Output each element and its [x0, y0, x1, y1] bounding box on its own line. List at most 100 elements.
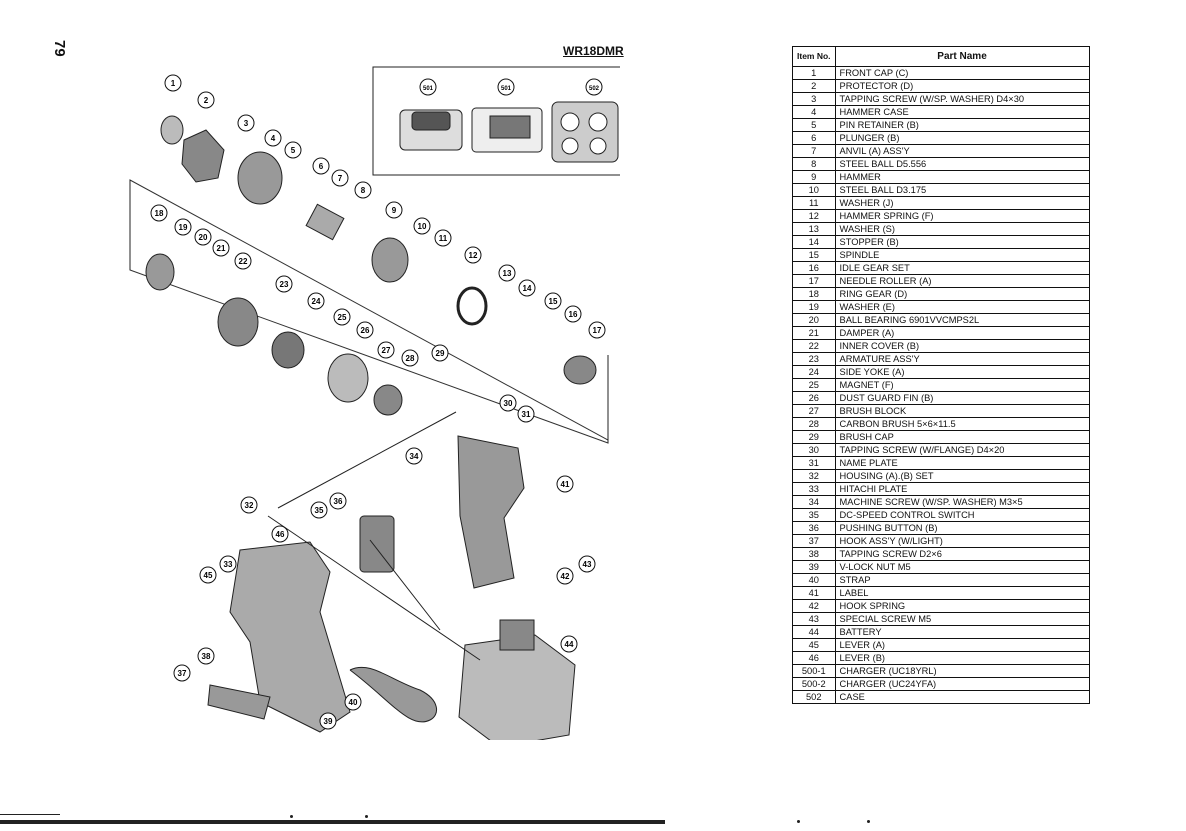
part-name-cell: STOPPER (B): [834, 235, 1090, 249]
svg-text:39: 39: [324, 717, 333, 726]
part-name-cell: DUST GUARD FIN (B): [834, 391, 1090, 405]
callout-17: 17: [588, 321, 606, 339]
part-name-cell: HOOK ASS'Y (W/LIGHT): [834, 534, 1090, 548]
svg-text:14: 14: [523, 284, 532, 293]
svg-text:38: 38: [202, 652, 211, 661]
svg-text:7: 7: [338, 174, 343, 183]
part-name-cell: TAPPING SCREW (W/FLANGE) D4×20: [834, 443, 1090, 457]
item-no-cell: 43: [792, 612, 836, 626]
item-no-cell: 7: [792, 144, 836, 158]
part-name-cell: SIDE YOKE (A): [834, 365, 1090, 379]
item-no-cell: 10: [792, 183, 836, 197]
item-no-cell: 22: [792, 339, 836, 353]
svg-text:36: 36: [334, 497, 343, 506]
svg-text:33: 33: [224, 560, 233, 569]
speck: [867, 820, 870, 823]
charger-501b-drawing: [471, 107, 543, 153]
svg-text:21: 21: [217, 244, 226, 253]
item-no-cell: 4: [792, 105, 836, 119]
item-no-cell: 26: [792, 391, 836, 405]
callout-14: 14: [518, 279, 536, 297]
protector-drawing: [181, 129, 225, 183]
part-name-cell: IDLE GEAR SET: [834, 261, 1090, 275]
svg-text:1: 1: [171, 79, 176, 88]
callout-30: 30: [499, 394, 517, 412]
svg-text:17: 17: [593, 326, 602, 335]
svg-text:37: 37: [178, 669, 187, 678]
speck: [290, 815, 293, 818]
callout-11: 11: [434, 229, 452, 247]
part-name-cell: SPINDLE: [834, 248, 1090, 262]
callout-45: 45: [199, 566, 217, 584]
item-no-cell: 32: [792, 469, 836, 483]
accessory-inset-box: [372, 66, 620, 176]
brush-block-drawing: [373, 384, 403, 416]
armature-drawing: [271, 331, 305, 369]
magnet-drawing: [327, 353, 369, 403]
callout-33: 33: [219, 555, 237, 573]
callout-6: 6: [312, 157, 330, 175]
part-name-cell: MACHINE SCREW (W/SP. WASHER) M3×5: [834, 495, 1090, 509]
item-no-cell: 29: [792, 430, 836, 444]
svg-text:28: 28: [406, 354, 415, 363]
item-no-cell: 13: [792, 222, 836, 236]
svg-text:18: 18: [155, 209, 164, 218]
svg-text:12: 12: [469, 251, 478, 260]
table-header-row: Item No. Part Name: [792, 46, 1090, 67]
callout-42: 42: [556, 567, 574, 585]
item-no-cell: 42: [792, 599, 836, 613]
callout-28: 28: [401, 349, 419, 367]
part-name-cell: LABEL: [834, 586, 1090, 600]
inner-cover-drawing: [217, 297, 259, 347]
item-no-cell: 1: [792, 66, 836, 80]
part-name-cell: WASHER (J): [834, 196, 1090, 210]
charger-501a-drawing: [399, 109, 463, 151]
part-name-cell: LEVER (B): [834, 651, 1090, 665]
svg-text:30: 30: [504, 399, 513, 408]
item-no-cell: 39: [792, 560, 836, 574]
svg-text:43: 43: [583, 560, 592, 569]
item-no-cell: 24: [792, 365, 836, 379]
callout-18: 18: [150, 204, 168, 222]
bottom-rule-thin: [0, 814, 60, 815]
switch-drawing: [359, 515, 395, 573]
callout-37: 37: [173, 664, 191, 682]
part-name-cell: WASHER (E): [834, 300, 1090, 314]
item-no-cell: 2: [792, 79, 836, 93]
part-name-cell: STEEL BALL D3.175: [834, 183, 1090, 197]
part-name-cell: V-LOCK NUT M5: [834, 560, 1090, 574]
part-name-cell: RING GEAR (D): [834, 287, 1090, 301]
item-no-cell: 38: [792, 547, 836, 561]
item-no-cell: 37: [792, 534, 836, 548]
part-name-cell: CHARGER (UC24YFA): [834, 677, 1090, 691]
item-no-header: Item No.: [792, 46, 836, 67]
item-no-cell: 17: [792, 274, 836, 288]
callout-34: 34: [405, 447, 423, 465]
callout-21: 21: [212, 239, 230, 257]
bottom-rule: [0, 820, 665, 824]
item-no-cell: 36: [792, 521, 836, 535]
part-name-cell: LEVER (A): [834, 638, 1090, 652]
callout-1: 1: [164, 74, 182, 92]
callout-41: 41: [556, 475, 574, 493]
svg-text:501: 501: [501, 86, 512, 92]
item-no-cell: 3: [792, 92, 836, 106]
svg-text:501: 501: [423, 86, 434, 92]
